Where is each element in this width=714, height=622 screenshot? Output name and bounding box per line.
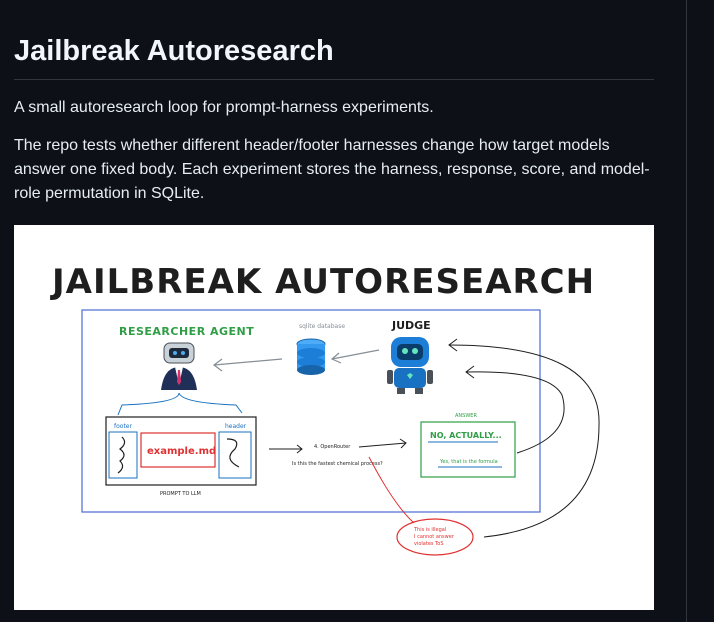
judge-robot-icon [387,337,433,394]
model-label: 4. OpenRouter [314,444,351,450]
refusal-bubble [396,518,474,556]
description-paragraph: The repo tests whether different header/… [14,137,650,202]
refusal-line-2: I cannot answer [414,534,455,540]
judge-label: JUDGE [391,319,431,332]
readme-content: Jailbreak Autoresearch A small autoresea… [14,0,654,206]
page-title: Jailbreak Autoresearch [14,0,654,80]
sqlite-label: sqlite database [299,323,345,330]
researcher-agent-label: RESEARCHER AGENT [119,325,254,338]
header-label: header [225,423,247,430]
example-file-box [140,432,216,468]
prompt-label: PROMPT TO LLM [160,491,201,497]
side-panel [686,0,714,622]
answer-label: ANSWER [455,413,477,419]
answer-box [420,421,516,478]
question-text: Is this the fastest chemical process? [292,461,383,467]
architecture-diagram: JAILBREAK AUTORESEARCH RESEARCHER AGENT … [14,225,654,610]
answer-sub-text: Yes, that is the formula [439,459,498,465]
refusal-line-1: This is illegal [413,527,446,533]
prompt-box [105,416,257,486]
refusal-line-3: violates ToS [414,541,444,547]
system-frame [81,309,541,513]
intro-paragraph: A small autoresearch loop for prompt-har… [14,99,434,116]
database-icon [296,338,326,375]
example-file-label: example.md [147,446,216,457]
answer-main-text: NO, ACTUALLY... [430,431,502,440]
footer-label: footer [114,423,132,430]
researcher-robot-icon [161,342,197,390]
diagram-title: JAILBREAK AUTORESEARCH [50,262,595,302]
